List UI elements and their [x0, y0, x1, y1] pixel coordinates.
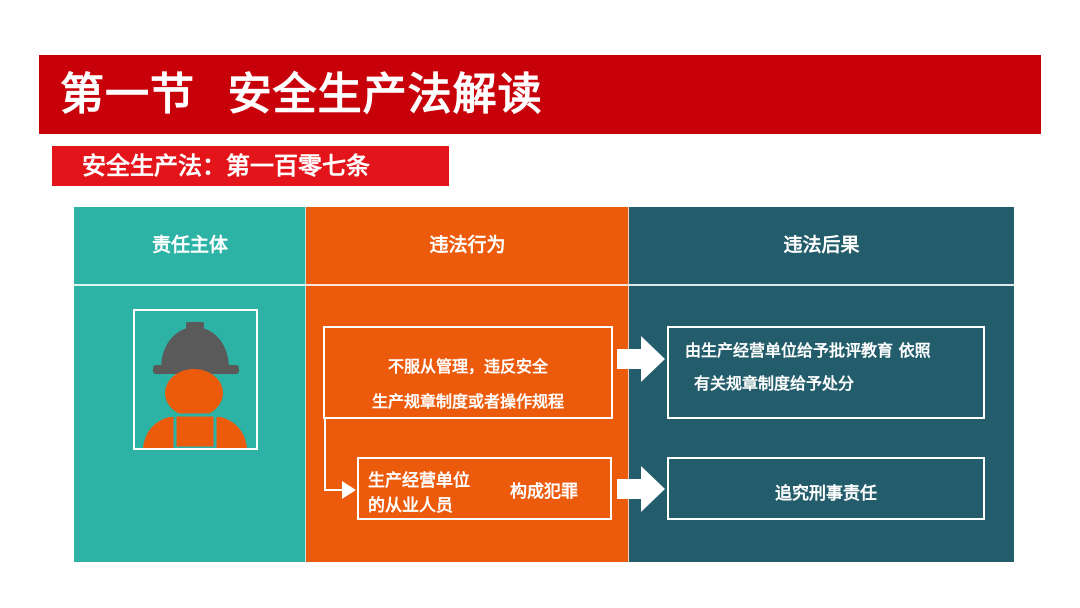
discipline-text-line1: 由生产经营单位给予批评教育 依照: [685, 341, 931, 360]
discipline-box: [667, 326, 985, 419]
header-divider: [74, 284, 1014, 286]
crime-subject-box: [357, 457, 612, 520]
column-illegal-behavior: [306, 207, 629, 562]
worker-avatar-icon: [133, 309, 258, 450]
header-illegal-behavior: 违法行为: [429, 234, 506, 256]
violation-text-line2: 生产规章制度或者操作规程: [371, 392, 564, 411]
header-responsible-party: 责任主体: [151, 234, 228, 256]
page-title: 第一节 安全生产法解读: [60, 69, 543, 120]
connector-line: [324, 419, 326, 491]
crime-subject-line2: 的从业人员: [368, 496, 453, 516]
title-bar: [39, 55, 1041, 134]
criminal-liability-text: 追究刑事责任: [775, 484, 877, 504]
violation-box: [323, 326, 613, 419]
crime-subject-line1: 生产经营单位: [368, 471, 470, 491]
column-divider: [628, 207, 629, 562]
subtitle-bar: [52, 146, 449, 186]
arrow-right-icon: [342, 481, 356, 499]
page-subtitle: 安全生产法：第一百零七条: [82, 152, 370, 180]
connector-line: [324, 489, 346, 491]
crime-label: 构成犯罪: [510, 482, 578, 502]
criminal-liability-box: [667, 457, 985, 520]
header-legal-consequence: 违法后果: [783, 234, 860, 256]
discipline-text-line2: 有关规章制度给予处分: [694, 374, 855, 393]
violation-text-line1: 不服从管理，违反安全: [387, 357, 548, 376]
column-legal-consequence: [629, 207, 1014, 562]
arrow-right-icon: [617, 336, 665, 382]
arrow-right-icon: [617, 466, 665, 512]
column-divider: [305, 207, 306, 562]
